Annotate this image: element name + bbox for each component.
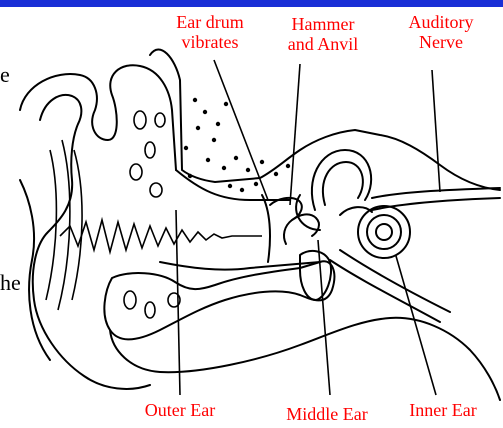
eustachian-tube (330, 250, 450, 322)
label-ear-drum-line1: Ear drum (155, 12, 265, 32)
label-inner-ear: Inner Ear (388, 400, 498, 420)
cochlea-outer (358, 206, 410, 258)
pointer-hammer (290, 64, 300, 205)
label-ear-drum-line2: vibrates (155, 32, 265, 52)
lower-skull (110, 318, 500, 400)
eardrum (262, 195, 270, 262)
sound-wave (60, 220, 262, 252)
pointer-auditory-nerve (432, 70, 440, 192)
cochlea-mid (367, 215, 401, 249)
label-auditory-line1: Auditory (386, 12, 496, 32)
label-ear-drum: Ear drum vibrates (155, 12, 265, 52)
label-hammer-line2: and Anvil (268, 34, 378, 54)
canal-upper-wall (176, 170, 290, 200)
auditory-nerve-lower (372, 198, 500, 210)
auditory-nerve-upper (372, 188, 500, 198)
pinna-outline (20, 65, 176, 170)
cochlea-inner (376, 224, 392, 240)
label-auditory-line2: Nerve (386, 32, 496, 52)
label-hammer-anvil: Hammer and Anvil (268, 14, 378, 54)
label-outer-ear: Outer Ear (120, 400, 240, 420)
bone-block (300, 251, 331, 300)
pointer-inner-ear (396, 256, 436, 395)
skull-outline (150, 49, 500, 190)
label-auditory-nerve: Auditory Nerve (386, 12, 496, 52)
semicircular-canal-2 (323, 162, 363, 205)
label-middle-ear: Middle Ear (262, 404, 392, 424)
label-hammer-line1: Hammer (268, 14, 378, 34)
